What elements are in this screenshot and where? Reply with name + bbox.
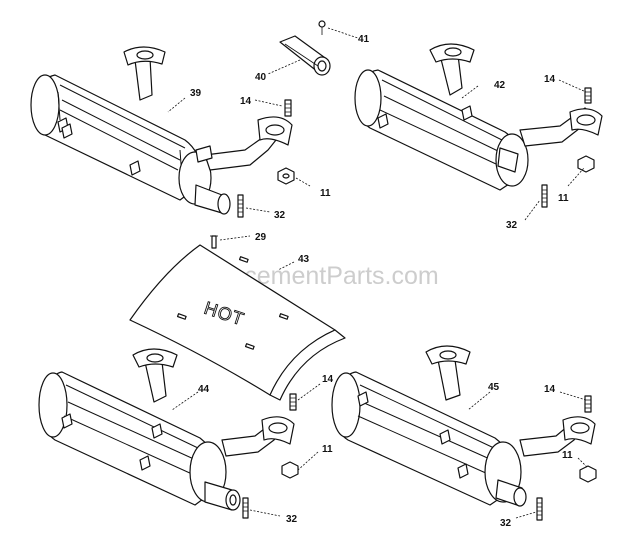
callout-44: 44 bbox=[198, 384, 210, 395]
heat-shield-43[interactable]: HOT bbox=[129, 244, 346, 401]
leader-lines bbox=[167, 27, 589, 519]
part-32-bolt-a[interactable] bbox=[237, 194, 244, 218]
callout-40: 40 bbox=[255, 72, 267, 83]
callout-14-a: 14 bbox=[240, 96, 252, 107]
part-11-nut-b[interactable] bbox=[577, 155, 595, 173]
callout-11-c: 11 bbox=[322, 444, 333, 455]
callout-11-d: 11 bbox=[562, 450, 573, 461]
muffler-44[interactable] bbox=[38, 348, 295, 511]
callout-11-b: 11 bbox=[558, 193, 569, 204]
part-41-screw[interactable] bbox=[318, 20, 326, 35]
callout-45: 45 bbox=[488, 382, 500, 393]
callout-14-c: 14 bbox=[322, 374, 334, 385]
part-29-screw[interactable] bbox=[210, 235, 218, 249]
callouts: 41 40 39 14 42 14 11 32 11 32 29 43 44 1… bbox=[190, 34, 573, 529]
part-32-bolt-c[interactable] bbox=[242, 497, 249, 519]
part-14-stud-b[interactable] bbox=[584, 87, 592, 104]
callout-43: 43 bbox=[298, 254, 310, 265]
muffler-42[interactable] bbox=[354, 43, 603, 191]
part-32-bolt-b[interactable] bbox=[541, 184, 548, 208]
part-14-stud-a[interactable] bbox=[284, 99, 292, 117]
part-32-bolt-d[interactable] bbox=[536, 497, 543, 521]
callout-11-a: 11 bbox=[320, 188, 331, 199]
callout-42: 42 bbox=[494, 80, 506, 91]
callout-32-a: 32 bbox=[274, 210, 286, 221]
muffler-45[interactable] bbox=[331, 345, 596, 507]
muffler-39[interactable] bbox=[30, 46, 293, 215]
callout-32-d: 32 bbox=[500, 518, 512, 529]
callout-14-b: 14 bbox=[544, 74, 556, 85]
part-11-nut-a[interactable] bbox=[277, 167, 295, 185]
callout-39: 39 bbox=[190, 88, 202, 99]
part-11-nut-d[interactable] bbox=[579, 465, 597, 483]
callout-32-b: 32 bbox=[506, 220, 518, 231]
part-14-stud-d[interactable] bbox=[584, 395, 592, 413]
callout-14-d: 14 bbox=[544, 384, 556, 395]
part-11-nut-c[interactable] bbox=[281, 461, 299, 479]
callout-41: 41 bbox=[358, 34, 370, 45]
part-40-tube[interactable] bbox=[279, 35, 331, 76]
callout-32-c: 32 bbox=[286, 514, 298, 525]
part-14-stud-c[interactable] bbox=[289, 393, 297, 411]
callout-29: 29 bbox=[255, 232, 267, 243]
